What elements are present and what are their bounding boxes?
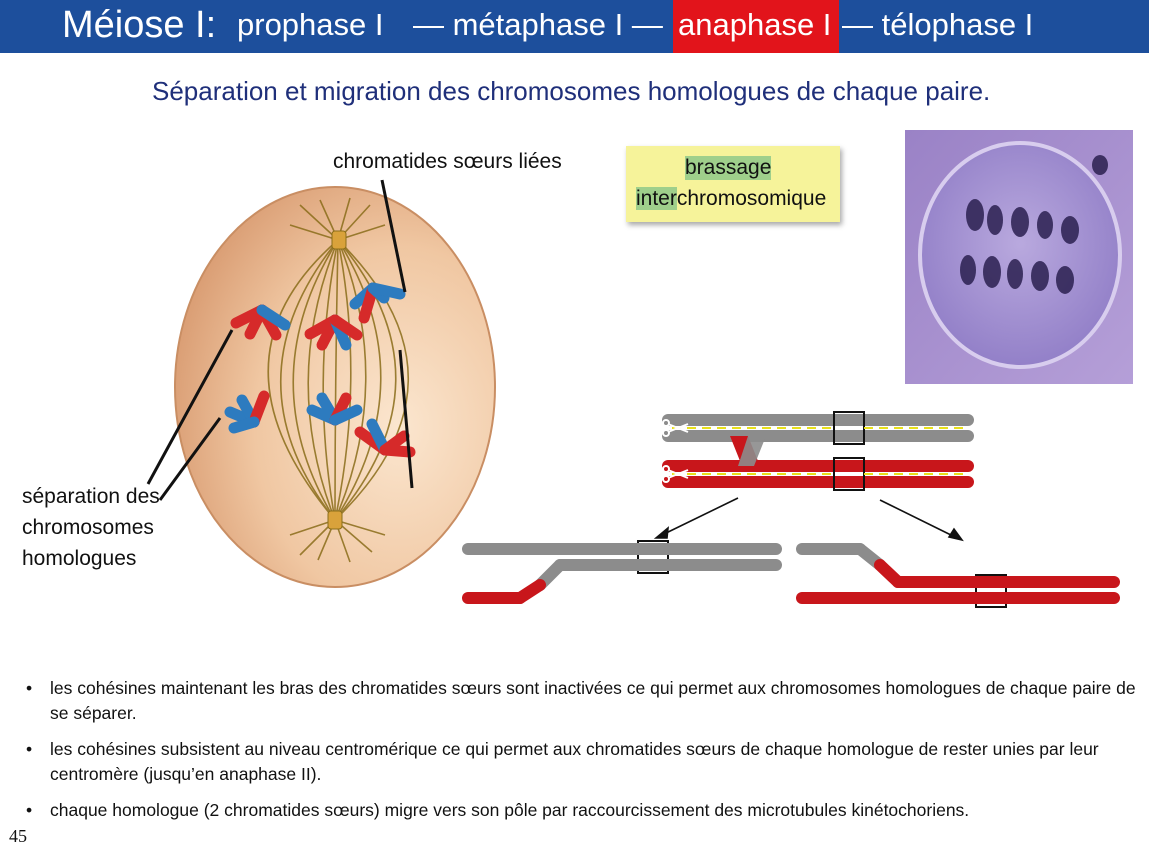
recombined-chromosome-right: [796, 543, 1120, 604]
micrograph-image: [905, 130, 1133, 384]
slide-title: Méiose I:: [62, 4, 217, 46]
title-bar: Méiose I: prophase I — métaphase I — ana…: [0, 0, 1149, 53]
recombined-chromosome-left: [462, 543, 782, 604]
bullet-text: les cohésines maintenant les bras des ch…: [50, 678, 1136, 723]
page-number: 45: [9, 826, 27, 846]
brassage-chromosomique: chromosomique: [676, 187, 827, 210]
active-phase-highlight: [673, 0, 839, 53]
bullet-item: • les cohésines subsistent au niveau cent…: [26, 737, 1138, 787]
phase-anaphase: anaphase I: [678, 7, 832, 42]
bullet-list: • les cohésines maintenant les bras des c…: [26, 676, 1138, 834]
centromere-boxes: [637, 411, 1007, 608]
centrosome-bottom: [327, 510, 343, 530]
bullet-text: chaque homologue (2 chromatides sœurs) m…: [50, 800, 970, 820]
chromosome-pair-lower: [224, 390, 416, 458]
label-sep-line-2: chromosomes: [22, 516, 154, 539]
chromosome-pair-upper: [230, 282, 406, 351]
spindle-fibers: [267, 197, 409, 563]
sister-chromatid-cohesion-dashes: [672, 427, 968, 475]
centrosome-top: [331, 230, 347, 250]
brassage-inter-highlight: inter: [636, 187, 677, 210]
bullet-dot: •: [26, 678, 33, 698]
brassage-callout: brassage interchromosomique: [626, 146, 840, 222]
slide-subtitle: Séparation et migration des chromosomes …: [152, 76, 991, 106]
brassage-word: brassage: [685, 156, 772, 180]
label-sep-line-1: séparation des: [22, 485, 160, 508]
bullet-item: • chaque homologue (2 chromatides sœurs) …: [26, 798, 1138, 823]
brassage-interchromosomique: interchromosomique: [636, 187, 826, 211]
label-sep-line-3: homologues: [22, 547, 137, 570]
bullet-text: les cohésines subsistent au niveau centr…: [50, 739, 1099, 784]
bullet-item: • les cohésines maintenant les bras des c…: [26, 676, 1138, 726]
phase-telophase: — télophase I: [842, 7, 1034, 42]
scissors-icon: [662, 419, 689, 483]
bullet-dot: •: [26, 800, 33, 820]
label-sister-chromatids: chromatides sœurs liées: [333, 150, 562, 173]
phase-metaphase: — métaphase I —: [413, 7, 663, 42]
pointer-lines: [146, 179, 414, 501]
phase-prophase: prophase I: [237, 7, 384, 42]
arrows: [653, 497, 964, 542]
bullet-dot: •: [26, 739, 33, 759]
homolog-grey: [662, 414, 974, 442]
homolog-red: [662, 436, 974, 488]
label-homolog-separation: séparation des chromosomes homologues: [22, 481, 160, 574]
